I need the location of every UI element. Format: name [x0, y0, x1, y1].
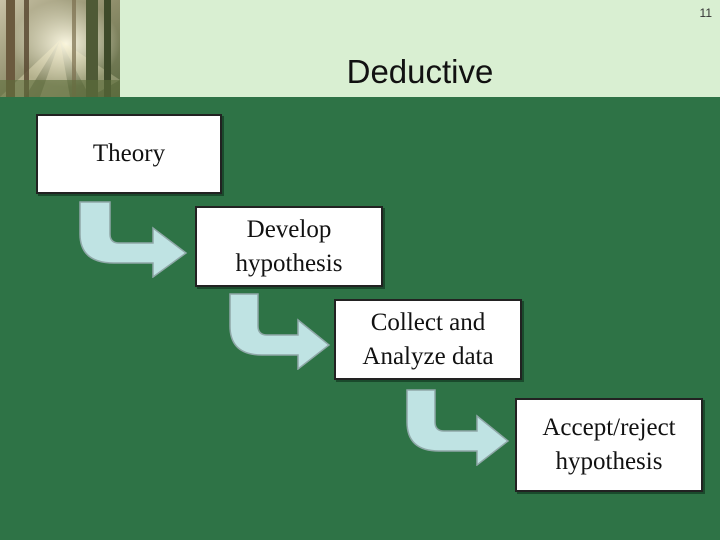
step-box-theory: Theory: [36, 114, 222, 194]
step-label: Develop hypothesis: [235, 215, 343, 277]
step-label: Theory: [92, 140, 166, 167]
step-box-develop-hypothesis: Develop hypothesis: [195, 206, 383, 287]
slide-title: Deductive: [346, 53, 494, 90]
step-box-accept-reject: Accept/reject hypothesis: [515, 398, 703, 492]
step-label: Collect and Analyze data: [362, 308, 494, 370]
bent-arrow-icon: [406, 389, 510, 466]
bent-arrow-icon: [229, 293, 331, 370]
forest-sunlight-image: [0, 0, 120, 97]
step-box-collect-analyze: Collect and Analyze data: [334, 299, 522, 380]
bent-arrow-icon: [79, 201, 188, 278]
header-band: 11 Deductive: [0, 0, 720, 97]
step-label: Accept/reject hypothesis: [542, 414, 676, 475]
slide-number: 11: [699, 6, 712, 20]
